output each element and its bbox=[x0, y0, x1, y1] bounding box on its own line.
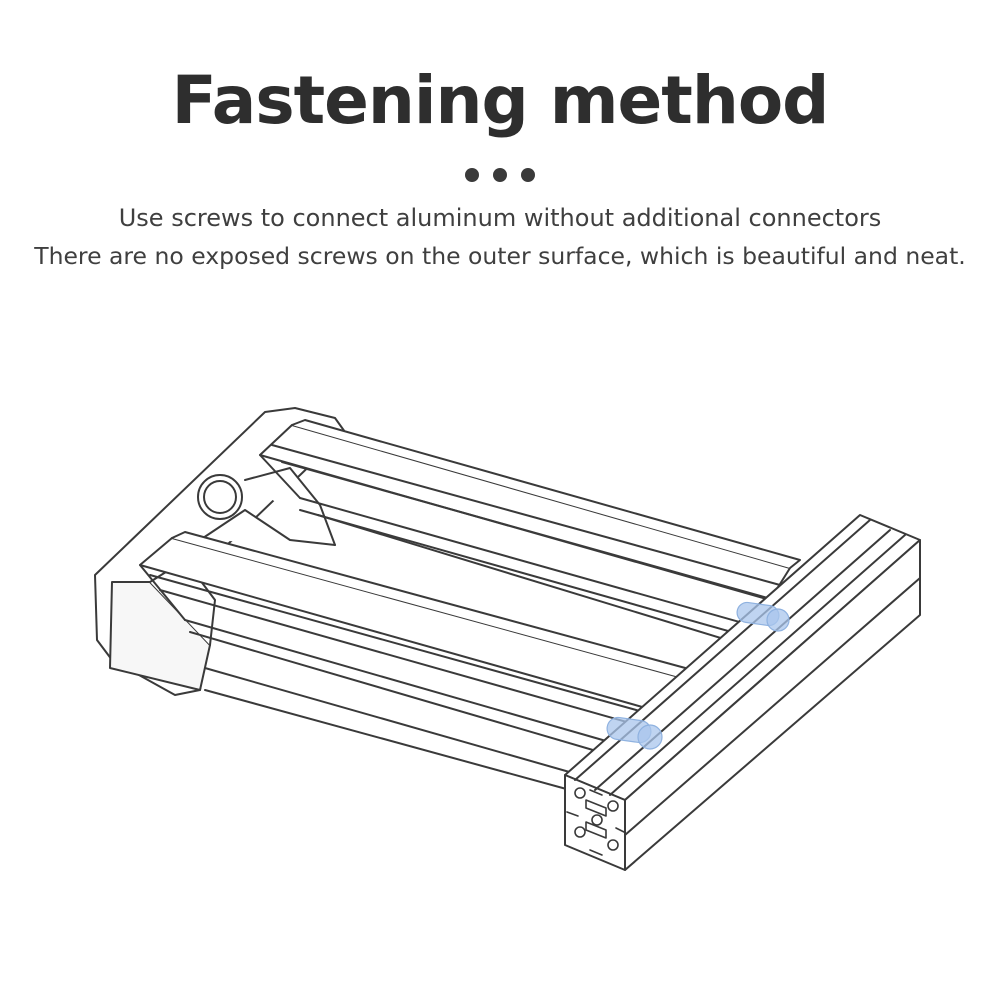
aluminum-profile-illustration bbox=[94, 407, 921, 871]
screw-icon bbox=[736, 601, 790, 632]
profile-end-face bbox=[566, 787, 625, 856]
dot-icon bbox=[493, 168, 507, 182]
lower-rail bbox=[139, 531, 701, 791]
description-line-1: Use screws to connect aluminum without a… bbox=[118, 204, 882, 232]
separator-dots bbox=[0, 168, 1000, 182]
description-line-2: There are no exposed screws on the outer… bbox=[34, 242, 966, 270]
screw-icon bbox=[606, 716, 663, 750]
dot-icon bbox=[521, 168, 535, 182]
page-title: Fastening method bbox=[171, 62, 830, 139]
dot-icon bbox=[465, 168, 479, 182]
upper-rail bbox=[259, 419, 801, 651]
